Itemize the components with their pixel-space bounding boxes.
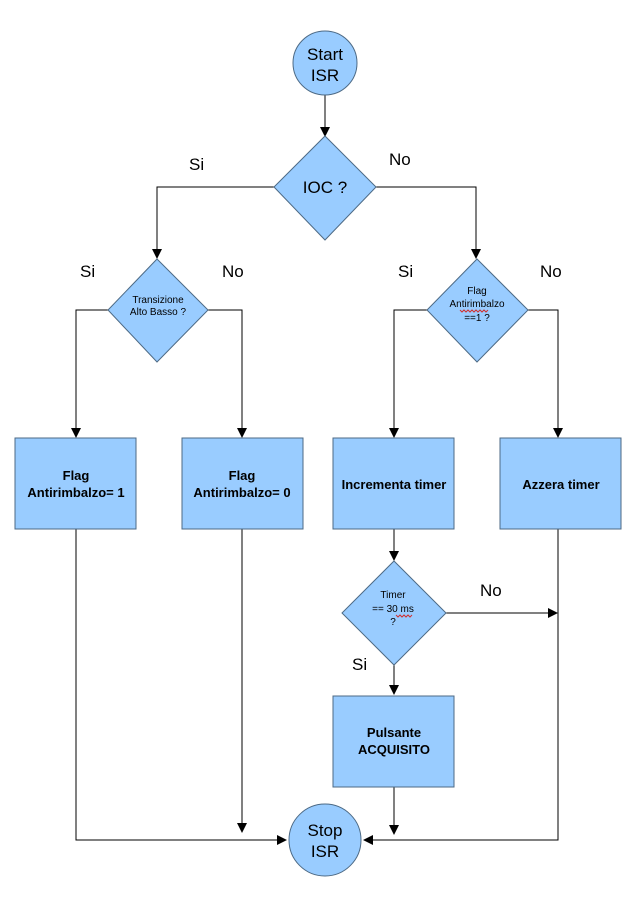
- process-flag0: Flag Antirimbalzo= 0: [181, 437, 304, 530]
- stop-label-line2: ISR: [311, 842, 339, 861]
- decision-flag-check: Flag Antirimbalzo ==1 ?: [426, 258, 529, 363]
- decision-flag-check-no-label: No: [540, 262, 562, 281]
- process-flag0-line1: Flag: [229, 468, 256, 483]
- decision-ioc-label: IOC ?: [303, 178, 347, 197]
- connector-flag1-to-stop: [75, 529, 287, 845]
- decision-timer: Timer == 30 ms ?: [341, 560, 447, 666]
- process-flag1-line2: Antirimbalzo= 1: [27, 485, 124, 500]
- decision-timer-no-label: No: [480, 581, 502, 600]
- connector-flag-check-no: [528, 309, 563, 438]
- process-pulsante: Pulsante ACQUISITO: [332, 695, 455, 788]
- process-flag0-line2: Antirimbalzo= 0: [193, 485, 290, 500]
- decision-transizione-no-label: No: [222, 262, 244, 281]
- decision-ioc-no-label: No: [389, 150, 411, 169]
- process-flag1: Flag Antirimbalzo= 1: [14, 437, 137, 530]
- spellcheck-underline: [459, 309, 489, 313]
- connector-flag-check-yes: [389, 309, 427, 438]
- start-node: Start ISR: [292, 30, 358, 96]
- decision-timer-line2: == 30 ms: [372, 604, 414, 615]
- connector-transizione-yes: [71, 309, 108, 438]
- decision-transizione-line2: Alto Basso ?: [130, 307, 187, 318]
- decision-ioc: IOC ?: [273, 135, 377, 241]
- connector-ioc-no: [376, 186, 481, 259]
- connector-azzera-to-stop: [363, 529, 559, 845]
- decision-transizione-yes-label: Si: [80, 262, 95, 281]
- spellcheck-underline: [395, 614, 413, 618]
- connector-ioc-yes: [152, 186, 274, 259]
- process-flag1-line1: Flag: [63, 468, 90, 483]
- connectors: [71, 94, 563, 845]
- decision-timer-line1: Timer: [380, 590, 406, 601]
- process-pulsante-line1: Pulsante: [367, 725, 421, 740]
- connector-transizione-no: [208, 309, 247, 438]
- decision-timer-line3: ?: [390, 617, 396, 628]
- process-pulsante-line2: ACQUISITO: [358, 742, 430, 757]
- decision-timer-yes-label: Si: [352, 655, 367, 674]
- process-incrementa-label: Incrementa timer: [342, 477, 447, 492]
- process-azzera-label: Azzera timer: [522, 477, 599, 492]
- decision-transizione: Transizione Alto Basso ?: [107, 258, 209, 363]
- decision-ioc-yes-label: Si: [189, 155, 204, 174]
- stop-label-line1: Stop: [308, 821, 343, 840]
- start-label-line1: Start: [307, 45, 343, 64]
- decision-flag-check-line2: Antirimbalzo: [449, 299, 504, 310]
- decision-flag-check-line1: Flag: [467, 286, 486, 297]
- decision-transizione-line1: Transizione: [132, 295, 184, 306]
- stop-node: Stop ISR: [288, 803, 362, 877]
- process-incrementa: Incrementa timer: [332, 437, 455, 530]
- process-azzera: Azzera timer: [499, 437, 622, 530]
- decision-flag-check-yes-label: Si: [398, 262, 413, 281]
- start-label-line2: ISR: [311, 66, 339, 85]
- decision-flag-check-line3: ==1 ?: [464, 313, 490, 324]
